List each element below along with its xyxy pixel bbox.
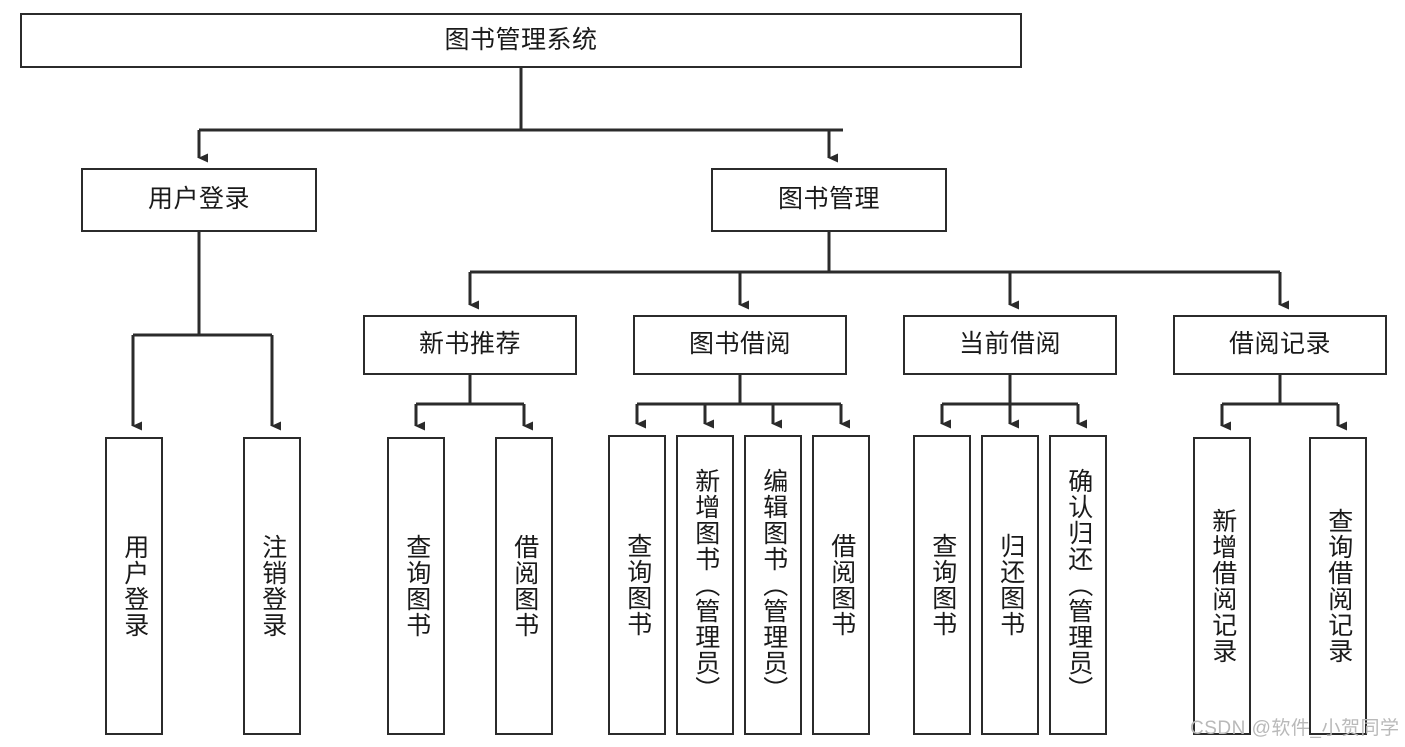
node-book-borrow[interactable]: 图书借阅: [633, 315, 847, 375]
leaf-new-book-query-book[interactable]: 查询图书: [387, 437, 445, 735]
leaf-book-borrow-borrow-book[interactable]: 借阅图书: [812, 435, 870, 735]
node-label: 借阅记录: [1228, 330, 1331, 359]
node-label: 借阅图书: [510, 534, 539, 638]
node-user-login[interactable]: 用户登录: [81, 168, 317, 232]
node-label: 用户登录: [147, 185, 250, 214]
node-label: 图书管理: [777, 185, 880, 214]
node-label: 新书推荐: [418, 330, 521, 359]
leaf-book-borrow-query-book[interactable]: 查询图书: [608, 435, 666, 735]
node-new-book-recommend[interactable]: 新书推荐: [363, 315, 577, 375]
node-root-book-management-system[interactable]: 图书管理系统: [20, 13, 1022, 68]
node-current-borrow[interactable]: 当前借阅: [903, 315, 1117, 375]
leaf-book-borrow-add-book-admin[interactable]: 新增图书（管理员）: [676, 435, 734, 735]
leaf-new-book-borrow-book[interactable]: 借阅图书: [495, 437, 553, 735]
node-label: 查询图书: [402, 534, 431, 638]
node-label: 图书管理系统: [444, 25, 598, 54]
leaf-current-borrow-confirm-return-admin[interactable]: 确认归还（管理员）: [1049, 435, 1107, 735]
node-label: 借阅图书: [827, 533, 856, 637]
leaf-user-login-logout[interactable]: 注销登录: [243, 437, 301, 735]
node-label: 查询借阅记录: [1324, 508, 1353, 664]
leaf-borrow-record-query-record[interactable]: 查询借阅记录: [1309, 437, 1367, 735]
node-label: 图书借阅: [688, 330, 791, 359]
node-label: 注销登录: [258, 534, 287, 638]
node-label: 归还图书: [996, 533, 1025, 637]
csdn-watermark: CSDN @软件_小贺同学: [1190, 718, 1400, 739]
node-label: 新增借阅记录: [1208, 508, 1237, 664]
leaf-borrow-record-add-record[interactable]: 新增借阅记录: [1193, 437, 1251, 735]
node-label: 编辑图书（管理员）: [759, 468, 788, 702]
leaf-book-borrow-edit-book-admin[interactable]: 编辑图书（管理员）: [744, 435, 802, 735]
node-label: 查询图书: [928, 533, 957, 637]
leaf-current-borrow-return-book[interactable]: 归还图书: [981, 435, 1039, 735]
node-book-management[interactable]: 图书管理: [711, 168, 947, 232]
node-borrow-record[interactable]: 借阅记录: [1173, 315, 1387, 375]
leaf-current-borrow-query-book[interactable]: 查询图书: [913, 435, 971, 735]
node-label: 用户登录: [120, 534, 149, 638]
node-label: 当前借阅: [958, 330, 1061, 359]
leaf-user-login-login[interactable]: 用户登录: [105, 437, 163, 735]
node-label: 查询图书: [623, 533, 652, 637]
node-label: 新增图书（管理员）: [691, 468, 720, 702]
node-label: 确认归还（管理员）: [1064, 468, 1093, 702]
